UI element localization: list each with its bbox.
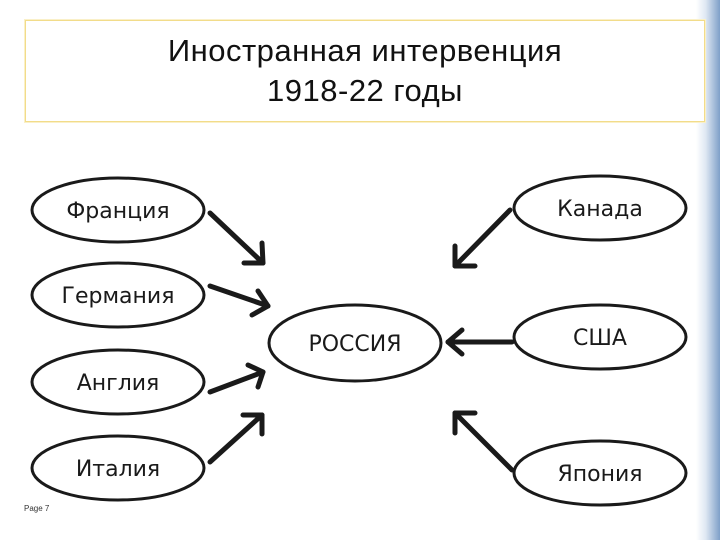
node-usa [512, 303, 688, 371]
node-italy [30, 434, 206, 502]
node-russia [267, 303, 443, 383]
arrow-germany-russia [207, 283, 271, 318]
node-england [30, 348, 206, 416]
arrow-england-russia [207, 362, 266, 395]
arrow-japan-russia [452, 410, 515, 473]
arrow-canada-russia [452, 207, 513, 269]
label-germany: Германия [62, 284, 175, 309]
label-italy: Италия [76, 457, 160, 482]
label-japan: Япония [557, 462, 642, 487]
title-box: Иностранная интервенция 1918-22 годы [25, 20, 705, 122]
label-russia: РОССИЯ [308, 332, 401, 357]
node-germany [30, 261, 206, 329]
label-canada: Канада [557, 197, 643, 222]
title-line-1: Иностранная интервенция [167, 33, 563, 68]
node-canada [512, 174, 688, 242]
node-japan [512, 439, 688, 507]
node-france [30, 176, 206, 244]
arrow-france-russia [207, 210, 266, 266]
label-england: Англия [77, 371, 160, 396]
page-footer: Page 7 [24, 504, 50, 513]
title-line-2: 1918-22 годы [267, 73, 463, 108]
label-france: Франция [66, 199, 169, 224]
arrow-italy-russia [207, 412, 265, 465]
label-usa: США [573, 326, 627, 351]
arrow-usa-russia [445, 327, 515, 357]
